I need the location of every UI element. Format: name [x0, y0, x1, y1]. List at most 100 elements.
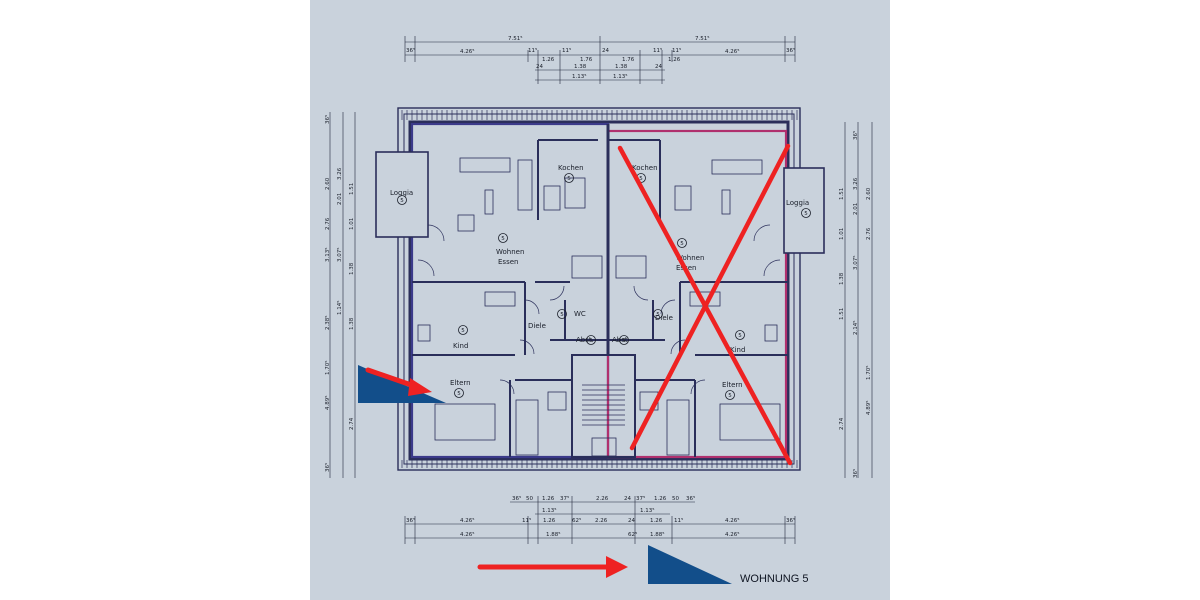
room-number-marker: 5	[677, 238, 687, 248]
dim-label: 1.26	[654, 496, 667, 502]
room-number-label: 5	[589, 338, 593, 344]
dim-label: 1.13⁵	[640, 507, 654, 514]
room-label-abst-left: Abst.	[576, 336, 594, 344]
dim-label: 1.76	[622, 57, 635, 63]
dim-label: 2.26	[596, 496, 609, 502]
dim-label: 2.60	[325, 177, 331, 190]
dim-label: 2.60	[866, 187, 872, 200]
room-number-marker: 5	[454, 388, 464, 398]
room-number-marker: 5	[564, 173, 574, 183]
dim-label: 3.26	[853, 177, 859, 190]
dim-label: 1.51	[839, 188, 845, 200]
dim-label: 4.26⁵	[725, 531, 739, 538]
dim-label: 11⁵	[672, 47, 681, 54]
room-label-diele-left: Diele	[528, 322, 546, 330]
dim-label: 11⁵	[522, 517, 531, 524]
room-number-marker: 5	[619, 335, 629, 345]
dim-label: 24	[628, 518, 635, 524]
room-number-marker: 5	[557, 309, 567, 319]
room-number-marker: 5	[498, 233, 508, 243]
room-label-loggia-left: Loggia	[390, 189, 413, 197]
dim-label: 36⁵	[686, 495, 695, 502]
room-label-loggia-right: Loggia	[786, 199, 809, 207]
room-number-marker: 5	[735, 330, 745, 340]
dim-total-left: 7.51⁵	[508, 35, 522, 42]
dim-label: 1.01	[349, 218, 355, 230]
dim-label: 24	[536, 64, 543, 70]
room-label-eltern-left: Eltern	[450, 379, 471, 387]
dimension-labels-bottom: 36⁵ 50 1.26 37⁵ 2.26 24 37⁵ 1.26 50 36⁵ …	[406, 495, 795, 538]
room-label-kind-right: Kind	[730, 346, 745, 354]
room-label-essen-left: Essen	[498, 258, 518, 266]
stair-treads	[582, 384, 625, 426]
room-number-marker: 5	[653, 309, 663, 319]
dim-label: 1.26	[543, 518, 556, 524]
dim-label: 24	[655, 64, 662, 70]
dim-label: 1.13⁵	[613, 73, 627, 80]
dim-label: 1.13⁵	[572, 73, 586, 80]
room-label-wohnen-left: Wohnen	[496, 248, 524, 256]
dim-label: 2.01	[853, 203, 859, 215]
dim-label: 24	[624, 496, 631, 502]
dim-label: 1.26	[650, 518, 663, 524]
dim-label: 1.38	[349, 317, 355, 330]
dim-label: 2.76	[325, 217, 331, 230]
room-number-label: 5	[680, 241, 684, 247]
dim-label: 36⁵	[406, 47, 415, 54]
dimension-labels-right: 36⁵ 2.60 3.26 1.51 2.01 2.76 1.01 3.07⁵ …	[839, 131, 872, 478]
dim-label: 1.51	[349, 183, 355, 195]
room-number-label: 5	[457, 391, 461, 397]
apartment-caption: WOHNUNG 5	[740, 573, 808, 585]
dim-label: 11⁵	[674, 517, 683, 524]
dim-label: 1.38	[349, 262, 355, 275]
room-label-kochen-right: Kochen	[632, 164, 658, 172]
room-number-label: 5	[501, 236, 505, 242]
floor-plan-paper: 7.51⁵ 7.51⁵ 36⁵ 4.26⁵ 11⁵ 1.26 11⁵ 1.76 …	[310, 0, 890, 600]
dim-label: 1.01	[839, 228, 845, 240]
room-number-label: 5	[560, 312, 564, 318]
room-label-abst-right: Abst	[612, 336, 628, 344]
room-number-label: 5	[656, 312, 660, 318]
dim-label: 2.74	[349, 417, 355, 430]
dim-label: 37⁵	[560, 495, 569, 502]
dim-label: 1.26	[668, 57, 681, 63]
dim-label: 36⁵	[324, 115, 331, 124]
interior-walls	[412, 139, 788, 458]
dim-label: 11⁵	[528, 47, 537, 54]
dim-label: 1.38	[574, 64, 587, 70]
dimension-labels-left: 36⁵ 2.60 3.26 1.51 2.01 2.76 1.01 3.13⁵ …	[324, 115, 355, 472]
dim-label: 2.26	[595, 518, 608, 524]
dimension-lines-bottom	[404, 496, 796, 544]
dim-label: 4.26⁵	[460, 531, 474, 538]
room-number-label: 5	[622, 338, 626, 344]
room-label-wohnen-right: Wohnen	[676, 254, 704, 262]
room-label-kind-left: Kind	[453, 342, 468, 350]
room-label-wc: WC	[574, 310, 586, 318]
apartment-marker-triangle-bottom	[648, 545, 732, 584]
dim-label: 4.89⁵	[865, 401, 872, 415]
room-number-marker: 5	[458, 325, 468, 335]
dim-label: 1.88⁵	[546, 531, 560, 538]
dim-label: 50	[526, 496, 533, 502]
door-swings	[417, 224, 781, 395]
room-number-label: 5	[400, 198, 404, 204]
room-number-label: 5	[728, 393, 732, 399]
dim-label: 36⁵	[852, 131, 859, 140]
dim-label: 11⁵	[653, 47, 662, 54]
dim-label: 1.70⁵	[865, 366, 872, 380]
dim-label: 2.01	[337, 193, 343, 205]
room-number-marker: 5	[397, 195, 407, 205]
dim-label: 1.51	[839, 308, 845, 320]
dim-label: 36⁵	[852, 469, 859, 478]
dim-label: 37⁵	[636, 495, 645, 502]
dim-label: 11⁵	[562, 47, 571, 54]
room-number-label: 5	[567, 176, 571, 182]
dim-label: 1.14⁵	[336, 301, 343, 315]
dim-label: 2.14⁵	[852, 321, 859, 335]
dim-label: 3.26	[337, 167, 343, 180]
dim-label: 36⁵	[512, 495, 521, 502]
dim-label: 2.38⁵	[324, 316, 331, 330]
roof-hatching	[401, 110, 798, 468]
dimension-labels-top: 7.51⁵ 7.51⁵ 36⁵ 4.26⁵ 11⁵ 1.26 11⁵ 1.76 …	[406, 35, 795, 80]
